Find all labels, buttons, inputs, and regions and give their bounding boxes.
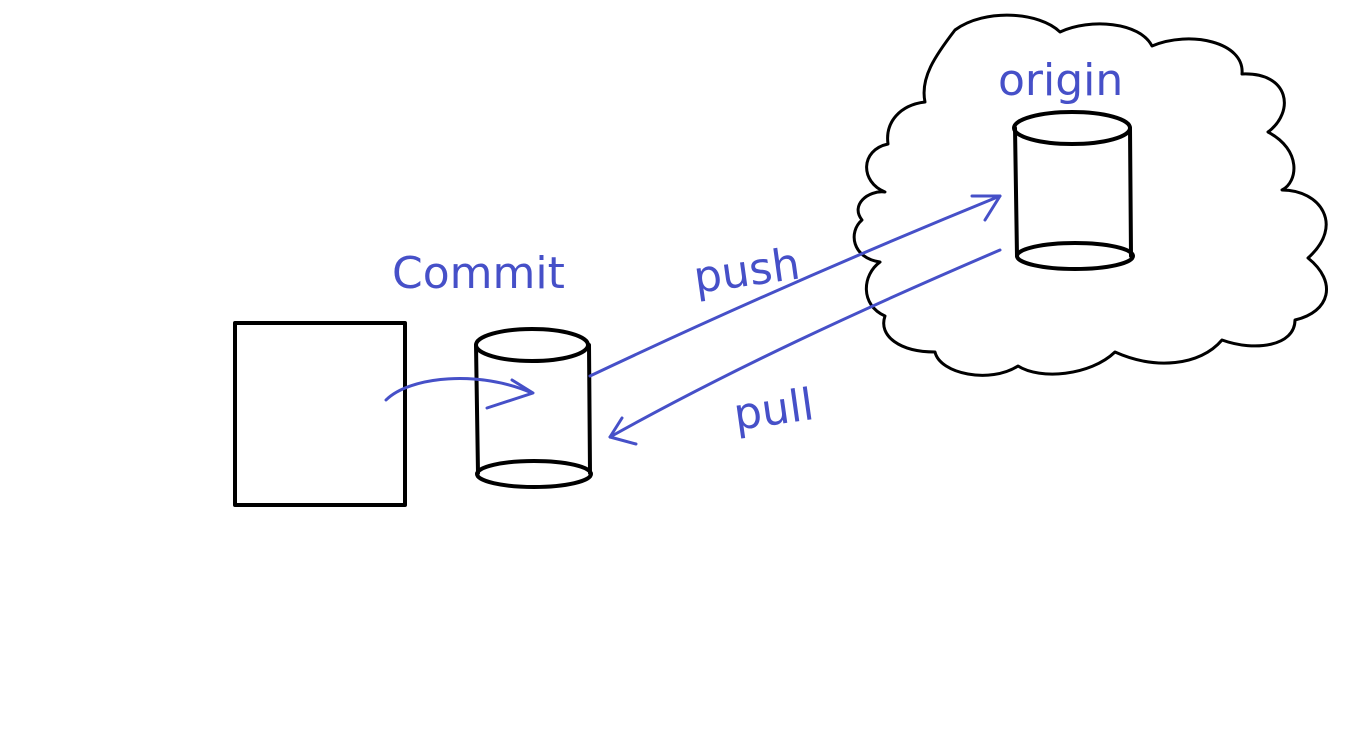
pull-arrow-head <box>608 416 638 446</box>
remote-repo-top <box>1012 110 1132 146</box>
pull-arrow-shaft <box>608 248 1002 439</box>
origin-cloud <box>852 13 1328 377</box>
local-repository-cylinder <box>474 327 593 489</box>
commit-arrow-head <box>485 378 535 410</box>
local-repo-top <box>474 327 590 363</box>
push-arrow-head <box>970 194 1002 222</box>
working-directory-box <box>233 321 407 507</box>
local-repo-bottom <box>475 459 593 489</box>
remote-repo-right-side <box>1128 126 1133 258</box>
pull-label: pull <box>730 379 817 441</box>
commit-label: Commit <box>392 248 565 299</box>
local-repo-left-side <box>474 343 480 475</box>
remote-repository-cylinder <box>1012 110 1135 271</box>
remote-repo-bottom <box>1015 241 1135 271</box>
push-arrow-shaft <box>588 194 1002 378</box>
local-repo-right-side <box>587 343 592 475</box>
remote-repo-left-side <box>1013 126 1019 258</box>
push-label: push <box>690 239 803 304</box>
pull-arrow <box>608 248 1002 446</box>
commit-arrow <box>384 377 535 410</box>
push-arrow <box>588 194 1002 378</box>
commit-arrow-shaft <box>384 377 534 402</box>
origin-label: origin <box>998 55 1123 106</box>
